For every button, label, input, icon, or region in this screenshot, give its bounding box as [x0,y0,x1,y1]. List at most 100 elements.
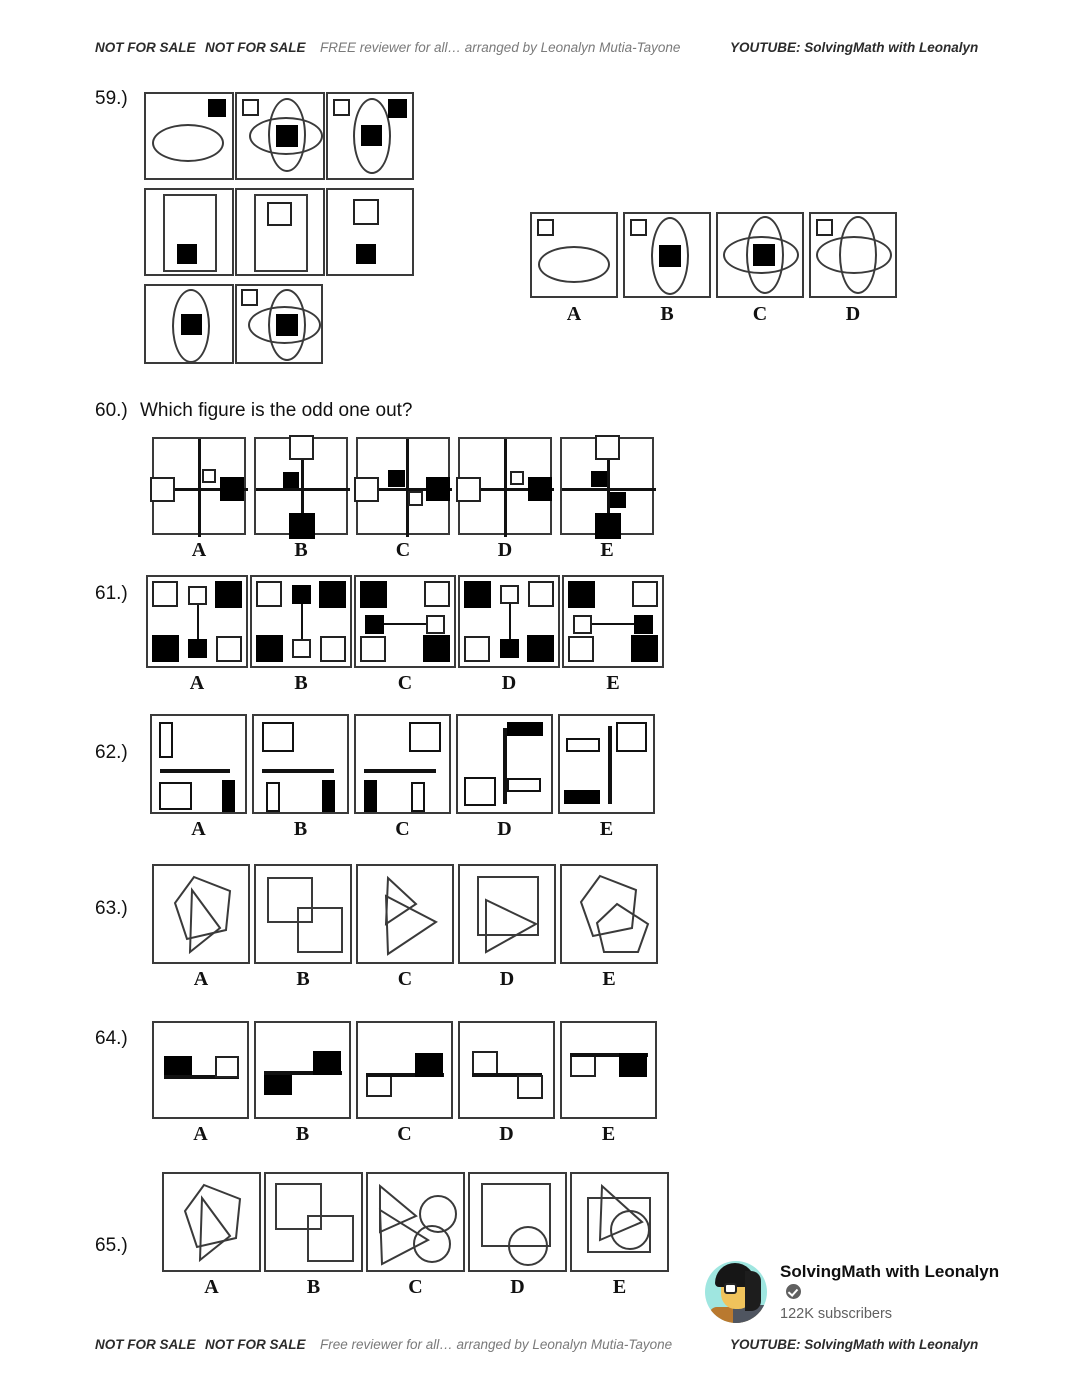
black-square-tl [360,581,387,608]
q60-option-d[interactable] [456,437,554,537]
black-square-br [527,635,554,662]
black-vertical-bar [322,780,335,812]
connector-line [589,623,641,625]
q64-option-b[interactable] [254,1021,351,1119]
horizontal-ellipse [723,236,799,274]
black-square [361,125,382,146]
q59-cell-r3c2 [235,284,323,364]
q61-option-e-label: E [606,672,620,694]
q59-option-b-label: B [660,303,674,325]
white-square [150,477,175,502]
q62-option-b[interactable] [252,714,349,814]
white-square-left [472,1051,498,1075]
connector-bar [164,1075,239,1079]
black-square [220,477,244,501]
q59-cell-r2c2 [235,188,325,276]
verified-badge-icon [786,1284,801,1300]
question-60-number: 60.) [95,400,128,421]
white-square-tr [528,581,554,607]
q59-option-a[interactable] [530,212,618,298]
pentagon-triangle-figure [183,1183,242,1263]
q62-option-c[interactable] [354,714,451,814]
horizontal-line [256,488,350,491]
q59-cell-r2c1 [144,188,234,276]
q63-option-d[interactable] [458,864,556,964]
q59-cell-r1c1 [144,92,234,180]
q60-option-e[interactable] [560,435,656,539]
q64-option-d-label: D [499,1123,514,1145]
q62-option-e[interactable] [558,714,655,814]
q61-option-d[interactable] [458,575,560,668]
q65-option-a[interactable] [162,1172,261,1272]
q59-option-a-label: A [566,303,582,325]
q62-option-e-label: E [599,818,614,840]
white-square [159,782,192,810]
q59-option-c[interactable] [716,212,804,298]
youtube-channel-card[interactable]: SolvingMath with Leonalyn 122K subscribe… [705,1258,1005,1326]
q60-option-c[interactable] [354,437,452,537]
q65-option-d[interactable] [468,1172,567,1272]
two-pentagons-figure [579,874,650,953]
white-square [595,435,620,460]
q61-option-e[interactable] [562,575,664,668]
two-squares-figure [267,877,343,953]
q61-option-d-label: D [501,672,517,694]
header-not-for-sale-1: NOT FOR SALE [95,40,196,55]
q61-option-b[interactable] [250,575,352,668]
black-square [753,244,775,266]
white-square [409,722,441,752]
connector-line [197,600,199,645]
white-square [353,199,379,225]
white-square-tr [632,581,658,607]
q63-option-c[interactable] [356,864,454,964]
q60-option-d-label: D [497,539,513,561]
small-white-square [188,586,207,605]
horizontal-line [364,769,436,773]
horizontal-ellipse [248,306,321,344]
q64-option-a[interactable] [152,1021,249,1119]
black-horizontal-bar [507,722,543,736]
black-square-tr [319,581,346,608]
white-square-tl [256,581,282,607]
q65-option-a-label: A [204,1276,219,1298]
white-square [262,722,294,752]
q63-option-b[interactable] [254,864,352,964]
black-horizontal-bar [564,790,600,804]
q63-option-e[interactable] [560,864,658,964]
white-square-bl [464,636,490,662]
q60-option-a[interactable] [150,437,248,537]
q64-option-c[interactable] [356,1021,453,1119]
black-square [595,513,621,539]
q61-option-c[interactable] [354,575,456,668]
q64-option-e-label: E [601,1123,616,1145]
q60-option-e-label: E [600,539,614,561]
q65-option-c[interactable] [366,1172,465,1272]
q59-option-d-label: D [845,303,861,325]
q60-option-b-label: B [294,539,308,561]
q64-option-d[interactable] [458,1021,555,1119]
q59-option-d[interactable] [809,212,897,298]
q61-option-a[interactable] [146,575,248,668]
white-square [354,477,379,502]
white-square [616,722,647,752]
black-square [289,513,315,539]
tall-rectangle [254,194,308,272]
white-vertical-bar [159,722,173,758]
q63-option-a[interactable] [152,864,250,964]
q62-option-a[interactable] [150,714,247,814]
q62-option-d[interactable] [456,714,553,814]
horizontal-ellipse [249,117,323,155]
white-square-bl [568,636,594,662]
q65-option-d-label: D [510,1276,525,1298]
q64-option-e[interactable] [560,1021,657,1119]
black-square-br [631,635,658,662]
white-square-br [216,636,242,662]
q65-option-e[interactable] [570,1172,669,1272]
q59-cell-r2c3 [326,188,414,276]
q60-option-b[interactable] [254,435,350,539]
square-circle-figure [481,1183,551,1266]
q65-option-b[interactable] [264,1172,363,1272]
q59-option-b[interactable] [623,212,711,298]
vertical-line [608,726,612,804]
